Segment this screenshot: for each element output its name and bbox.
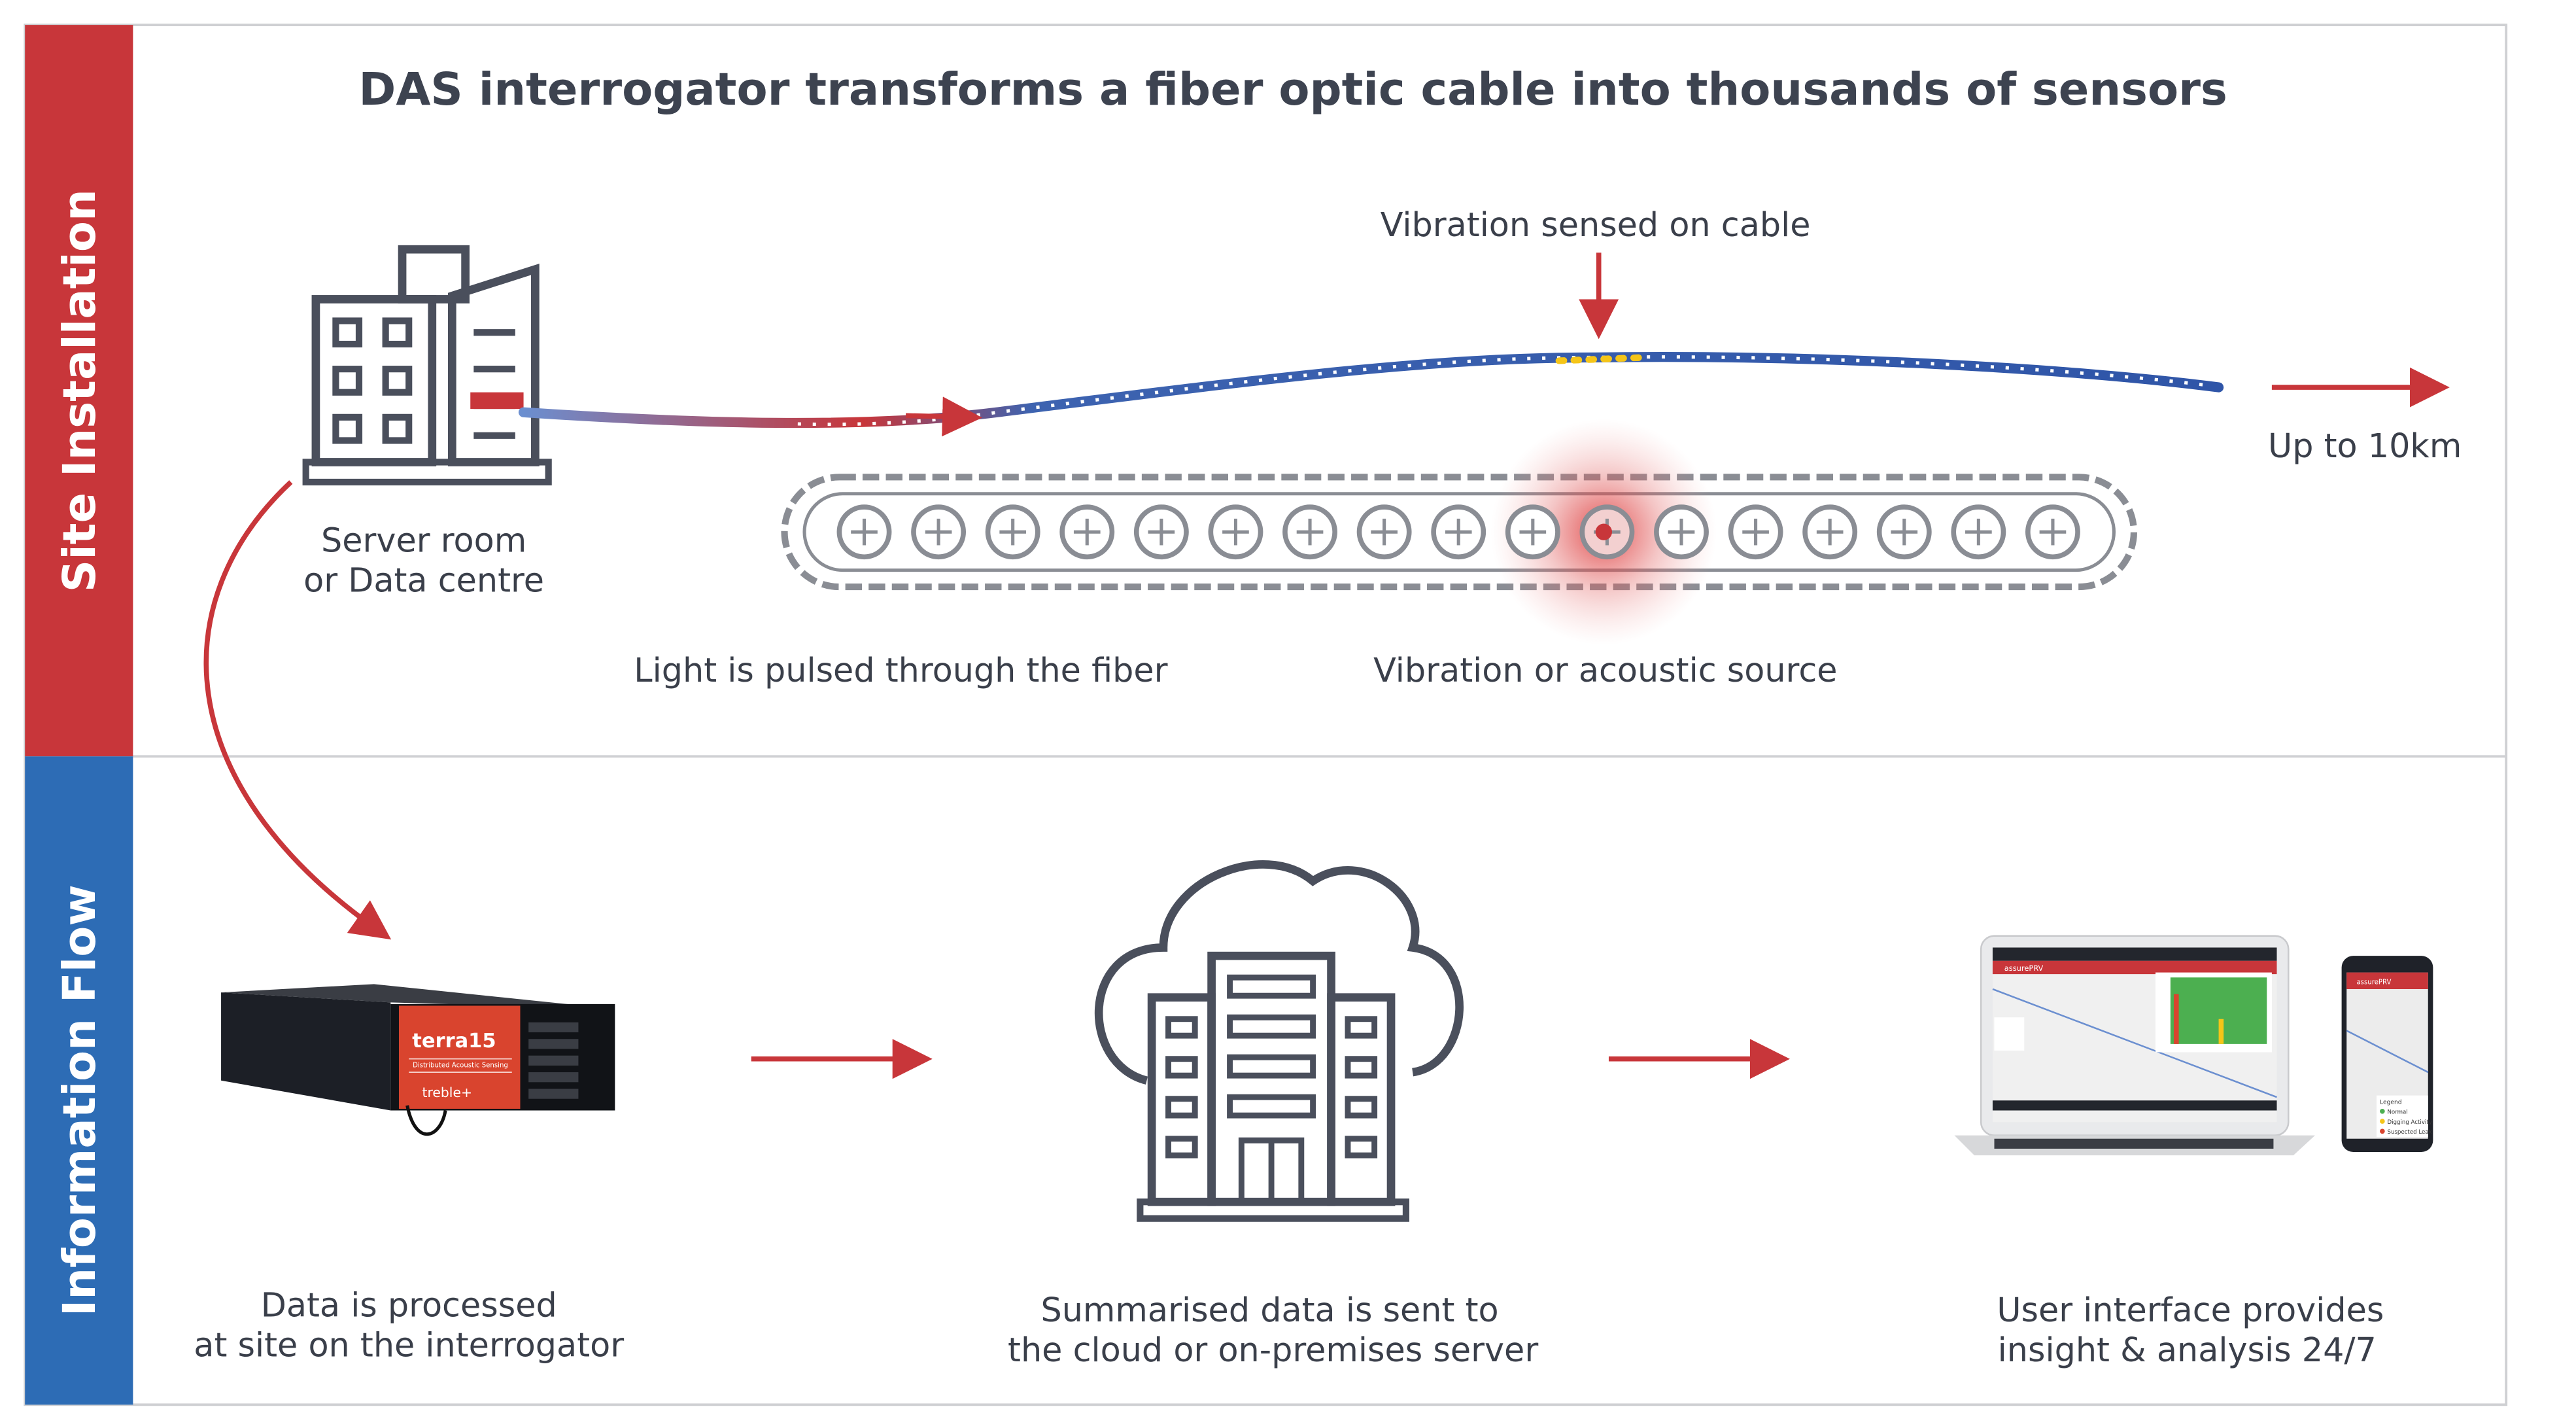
- diagram-title: DAS interrogator transforms a fiber opti…: [358, 63, 2227, 116]
- wheel-hub-icon: [2039, 518, 2067, 546]
- interrogator-device-image: terra15 Distributed Acoustic Sensing tre…: [221, 984, 615, 1136]
- phone-legend-title: Legend: [2380, 1099, 2402, 1106]
- band-label-flow: Information Flow: [54, 884, 106, 1316]
- legend-normal-icon: [2380, 1108, 2385, 1114]
- vibration-dots: [1555, 354, 1649, 364]
- wheel-hub-icon: [1073, 518, 1101, 546]
- phone-app-name: assurePRV: [2356, 979, 2391, 986]
- wheel-hub-icon: [999, 518, 1027, 546]
- wheel-hub-icon: [1742, 518, 1769, 546]
- server-room-label-1: Server room: [321, 521, 526, 560]
- wheel-hub-icon: [1296, 518, 1324, 546]
- phone-legend-box: [2376, 1095, 2428, 1138]
- cloud-server-icon: [1094, 860, 1464, 1222]
- interrogator-label-2: at site on the interrogator: [194, 1326, 624, 1365]
- legend-leak-icon: [2380, 1128, 2385, 1134]
- band-label-site: Site Installation: [54, 189, 106, 592]
- cloud-label-1: Summarised data is sent to: [1040, 1291, 1498, 1329]
- pulse-arrow: [905, 396, 982, 437]
- ui-label-1: User interface provides: [1997, 1291, 2384, 1329]
- track-belt: [781, 474, 2138, 591]
- light-pulsed-label: Light is pulsed through the fiber: [634, 651, 1167, 689]
- ui-label-2: insight & analysis 24/7: [1998, 1331, 2377, 1369]
- legend-digging-icon: [2380, 1119, 2385, 1124]
- band-information-flow: [25, 756, 133, 1405]
- wheel-hub-icon: [1222, 518, 1249, 546]
- wheel-hub-icon: [1371, 518, 1398, 546]
- wheel-hub-icon: [1148, 518, 1175, 546]
- phone-ui-image: assurePRV Legend Normal Digging Activity…: [2341, 956, 2433, 1153]
- vibration-sensed-label: Vibration sensed on cable: [1381, 205, 1811, 244]
- acoustic-source-icon: [1595, 523, 1613, 540]
- phone-legend-normal: Normal: [2387, 1109, 2407, 1116]
- range-label: Up to 10km: [2268, 427, 2462, 465]
- flow-curve-arrow: [203, 480, 392, 940]
- wheel-hub-icon: [1891, 518, 1918, 546]
- wheel-hub-icon: [1445, 518, 1472, 546]
- device-model: treble+: [422, 1085, 472, 1100]
- wheel-hub-icon: [1816, 518, 1844, 546]
- wheel-hub-icon: [925, 518, 952, 546]
- wheel-hub-icon: [851, 518, 878, 546]
- laptop-ui-image: assurePRV: [1954, 935, 2315, 1156]
- interrogator-label-1: Data is processed: [261, 1286, 557, 1325]
- wheel-hub-icon: [1519, 518, 1547, 546]
- frame: [24, 24, 2508, 1406]
- server-room-label-2: or Data centre: [303, 561, 544, 600]
- device-product: Distributed Acoustic Sensing: [413, 1062, 508, 1069]
- phone-legend-digging: Digging Activity: [2387, 1119, 2431, 1126]
- wheel-hub-icon: [1965, 518, 1992, 546]
- phone-legend-leak: Suspected Leak: [2387, 1129, 2431, 1136]
- wheel-hub-icon: [1668, 518, 1695, 546]
- cloud-label-2: the cloud or on-premises server: [1008, 1331, 1538, 1369]
- band-site-installation: [25, 25, 133, 757]
- device-brand: terra15: [412, 1030, 496, 1053]
- laptop-app-name: assurePRV: [2004, 964, 2044, 973]
- vibration-source-label: Vibration or acoustic source: [1373, 651, 1837, 689]
- track-wheels: [836, 504, 2080, 560]
- server-building-icon: [302, 245, 552, 486]
